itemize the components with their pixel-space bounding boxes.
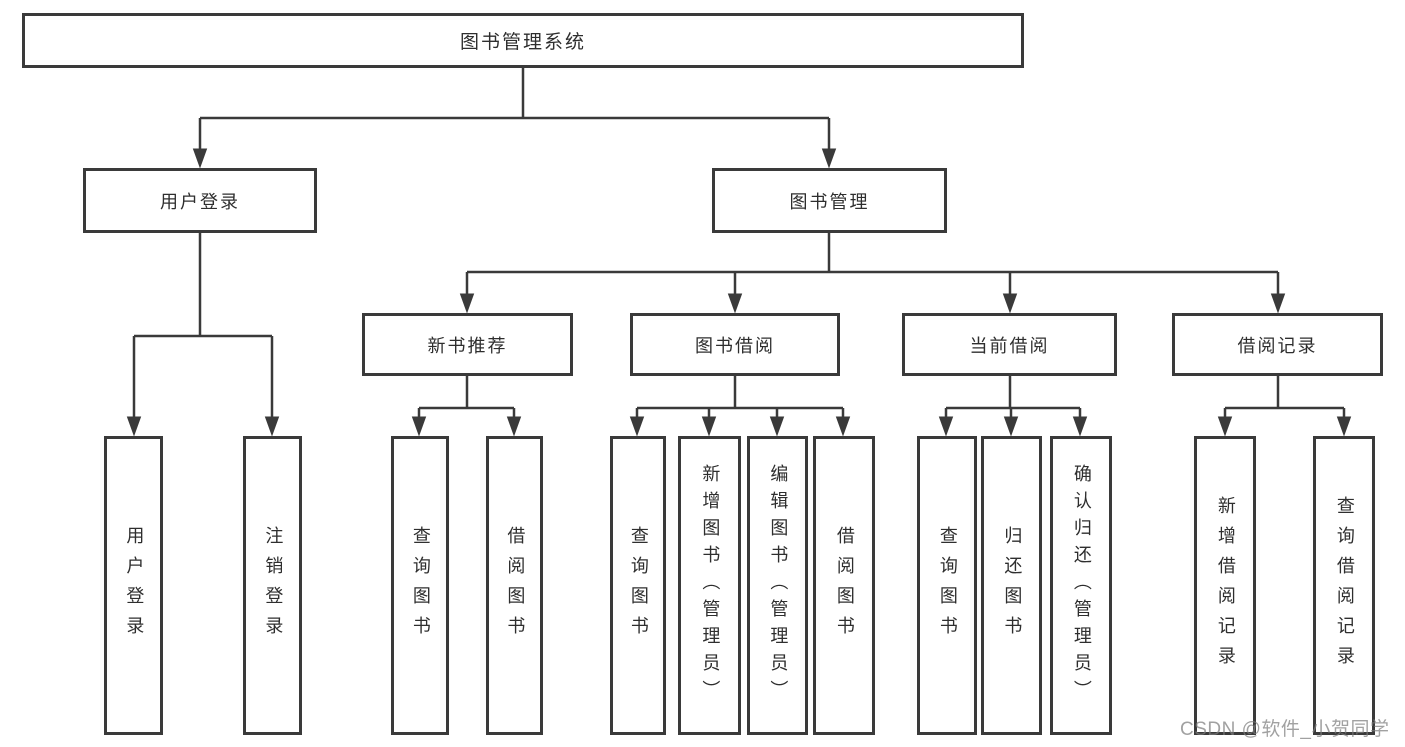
leaf-add-books-admin-label: 新增图书（管理员）	[700, 464, 721, 707]
leaf-confirm-return-admin: 确认归还（管理员）	[1050, 436, 1112, 735]
leaf-return-books: 归还图书	[981, 436, 1042, 735]
leaf-query-borrow-record-label: 查询借阅记录	[1334, 495, 1355, 676]
leaf-add-books-admin: 新增图书（管理员）	[678, 436, 741, 735]
node-new-book-recommendation: 新书推荐	[362, 313, 573, 376]
leaf-logout-label: 注销登录	[263, 525, 284, 646]
leaf-borrow-books-2: 借阅图书	[813, 436, 875, 735]
leaf-confirm-return-admin-label: 确认归还（管理员）	[1071, 464, 1092, 707]
leaf-borrow-books-1: 借阅图书	[486, 436, 543, 735]
node-user-login: 用户登录	[83, 168, 317, 233]
leaf-user-login-label: 用户登录	[124, 525, 145, 646]
node-borrowing-records: 借阅记录	[1172, 313, 1383, 376]
leaf-query-books-2-label: 查询图书	[628, 525, 649, 646]
leaf-return-books-label: 归还图书	[1002, 525, 1023, 646]
leaf-add-borrow-record: 新增借阅记录	[1194, 436, 1256, 735]
watermark-text: CSDN @软件_小贺同学	[1180, 719, 1390, 740]
leaf-borrow-books-2-label: 借阅图书	[834, 525, 855, 646]
leaf-query-borrow-record: 查询借阅记录	[1313, 436, 1375, 735]
leaf-add-borrow-record-label: 新增借阅记录	[1215, 495, 1236, 676]
leaf-query-books-3-label: 查询图书	[937, 525, 958, 646]
node-book-management: 图书管理	[712, 168, 947, 233]
leaf-logout: 注销登录	[243, 436, 302, 735]
leaf-query-books-1: 查询图书	[391, 436, 449, 735]
leaf-query-books-2: 查询图书	[610, 436, 666, 735]
node-book-borrowing: 图书借阅	[630, 313, 840, 376]
leaf-borrow-books-1-label: 借阅图书	[505, 525, 526, 646]
leaf-query-books-3: 查询图书	[917, 436, 977, 735]
leaf-edit-books-admin: 编辑图书（管理员）	[747, 436, 808, 735]
node-library-management-system: 图书管理系统	[22, 13, 1024, 68]
leaf-query-books-1-label: 查询图书	[410, 525, 431, 646]
node-current-borrowing: 当前借阅	[902, 313, 1117, 376]
leaf-edit-books-admin-label: 编辑图书（管理员）	[768, 464, 789, 707]
leaf-user-login: 用户登录	[104, 436, 163, 735]
